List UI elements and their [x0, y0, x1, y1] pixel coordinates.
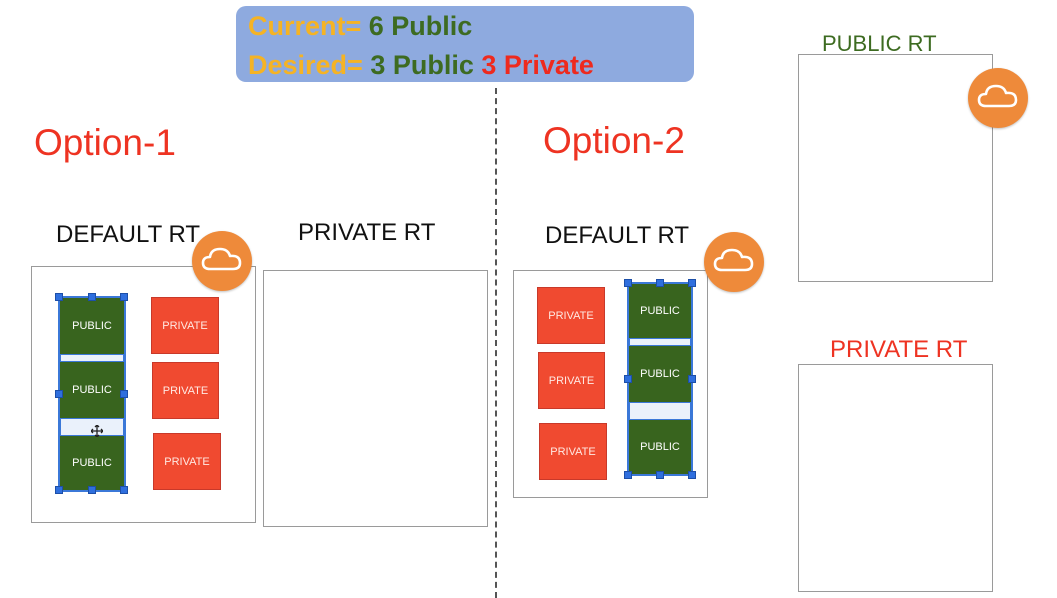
option-1-private-subnet[interactable]: PRIVATE — [152, 362, 219, 419]
option-2-default-rt-label: DEFAULT RT — [545, 222, 690, 249]
cloud-icon — [713, 246, 755, 279]
option-2-private-rt-box — [798, 364, 993, 592]
option-2-public-rt-label: PUBLIC RT — [822, 31, 937, 56]
option-2-private-subnet[interactable]: PRIVATE — [537, 287, 605, 344]
selection-gap — [629, 338, 691, 346]
resize-handle[interactable] — [656, 471, 664, 479]
option-2-public-subnet[interactable]: PUBLIC — [629, 284, 691, 338]
resize-handle[interactable] — [55, 293, 63, 301]
option-2-public-subnet[interactable]: PUBLIC — [629, 346, 691, 402]
resize-handle[interactable] — [688, 279, 696, 287]
option-1-private-subnet[interactable]: PRIVATE — [151, 297, 219, 354]
current-value: 6 Public — [368, 11, 473, 41]
selection-gap — [60, 354, 124, 362]
option-2-public-rt-box — [798, 54, 993, 282]
cloud-icon — [201, 245, 243, 278]
desired-line: Desired= 3 Public 3 Private — [248, 50, 594, 81]
option-2-public-subnet[interactable]: PUBLIC — [629, 420, 691, 474]
option-2-private-subnet[interactable]: PRIVATE — [538, 352, 605, 409]
move-cursor-icon — [90, 424, 104, 440]
resize-handle[interactable] — [624, 279, 632, 287]
option-2-public-rt-internet-gateway[interactable] — [968, 68, 1028, 128]
option-1-private-subnet[interactable]: PRIVATE — [153, 433, 221, 490]
option-1-public-subnet[interactable]: PUBLIC — [60, 298, 124, 354]
option-2-title: Option-2 — [543, 120, 685, 161]
resize-handle[interactable] — [656, 279, 664, 287]
resize-handle[interactable] — [55, 390, 63, 398]
option-2-private-subnet[interactable]: PRIVATE — [539, 423, 607, 480]
resize-handle[interactable] — [55, 486, 63, 494]
resize-handle[interactable] — [120, 486, 128, 494]
current-prefix: Current= — [248, 11, 369, 41]
current-line: Current= 6 Public — [248, 11, 472, 42]
cloud-icon — [977, 82, 1019, 115]
option-2-private-rt-label: PRIVATE RT — [830, 336, 968, 363]
resize-handle[interactable] — [120, 293, 128, 301]
option-1-private-rt-box — [263, 270, 488, 527]
option-1-public-subnet[interactable]: PUBLIC — [60, 362, 124, 418]
resize-handle[interactable] — [120, 390, 128, 398]
resize-handle[interactable] — [688, 375, 696, 383]
option-1-selection-frame[interactable] — [58, 296, 126, 492]
option-1-public-subnet[interactable]: PUBLIC — [60, 436, 124, 490]
selection-gap — [60, 418, 124, 436]
desired-public: 3 Public — [370, 50, 474, 80]
options-divider — [495, 88, 497, 598]
summary-banner: Current= 6 Public Desired= 3 Public 3 Pr… — [236, 6, 694, 82]
resize-handle[interactable] — [88, 293, 96, 301]
option-1-private-rt-label: PRIVATE RT — [298, 219, 436, 246]
desired-private: 3 Private — [481, 50, 594, 80]
option-2-internet-gateway[interactable] — [704, 232, 764, 292]
selection-gap — [629, 402, 691, 420]
resize-handle[interactable] — [624, 471, 632, 479]
option-2-selection-frame[interactable] — [627, 282, 693, 476]
option-1-default-rt-label: DEFAULT RT — [56, 221, 201, 248]
resize-handle[interactable] — [624, 375, 632, 383]
option-1-internet-gateway[interactable] — [192, 231, 252, 291]
resize-handle[interactable] — [688, 471, 696, 479]
desired-prefix: Desired= — [248, 50, 371, 80]
option-1-title: Option-1 — [34, 122, 176, 163]
resize-handle[interactable] — [88, 486, 96, 494]
